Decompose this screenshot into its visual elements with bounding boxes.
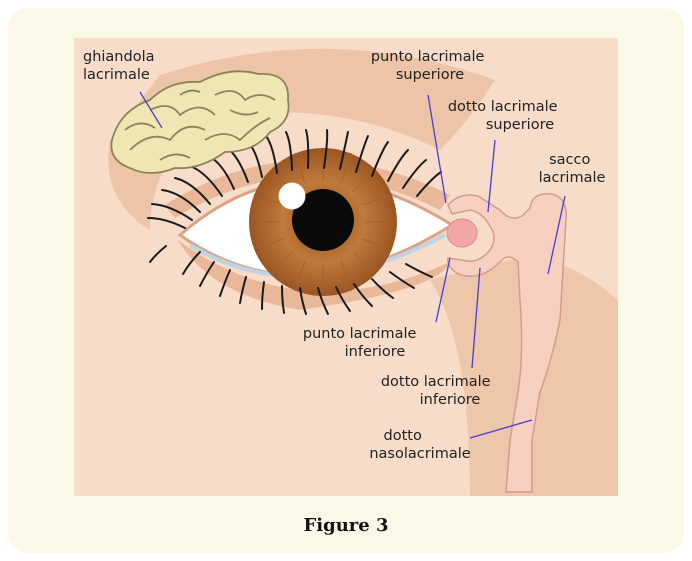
figure-caption: Figure 3 (0, 515, 692, 536)
eye-highlight (279, 183, 305, 209)
lacrimal-caruncle (447, 219, 477, 247)
